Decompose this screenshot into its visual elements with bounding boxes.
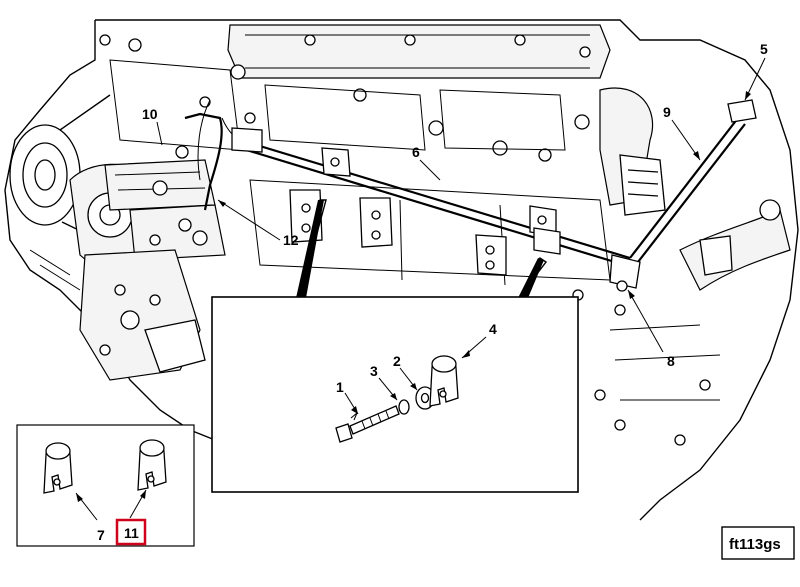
highlight-box [115, 518, 147, 546]
callout-9: 9 [663, 104, 671, 120]
lockwasher-part [398, 399, 410, 415]
figure-code-label: ft113gs [729, 536, 781, 553]
callout-3: 3 [370, 363, 378, 379]
callout-2: 2 [393, 353, 401, 369]
engine-block [4, 19, 799, 521]
main-callouts: 5 6 8 9 10 12 [142, 41, 768, 369]
callout-7: 7 [97, 527, 105, 543]
callout-10: 10 [142, 106, 158, 122]
callout-1: 1 [336, 379, 344, 395]
figure-code-box: ft113gs [721, 526, 795, 560]
detail-callout-box: 1 2 3 4 [211, 199, 579, 493]
callout-5: 5 [760, 41, 768, 57]
clamp-inset-box: 7 11 [16, 424, 195, 547]
bolt-part [335, 405, 400, 443]
clamp-11-part [137, 439, 167, 491]
callout-4: 4 [489, 321, 497, 337]
callout-11: 11 [124, 525, 139, 541]
callout-12: 12 [283, 232, 299, 248]
fuel-line-assembly [175, 99, 757, 292]
clamp-7-part [43, 442, 73, 494]
callout-6: 6 [412, 144, 420, 160]
callout-8: 8 [667, 353, 675, 369]
clamp-part [429, 355, 459, 407]
